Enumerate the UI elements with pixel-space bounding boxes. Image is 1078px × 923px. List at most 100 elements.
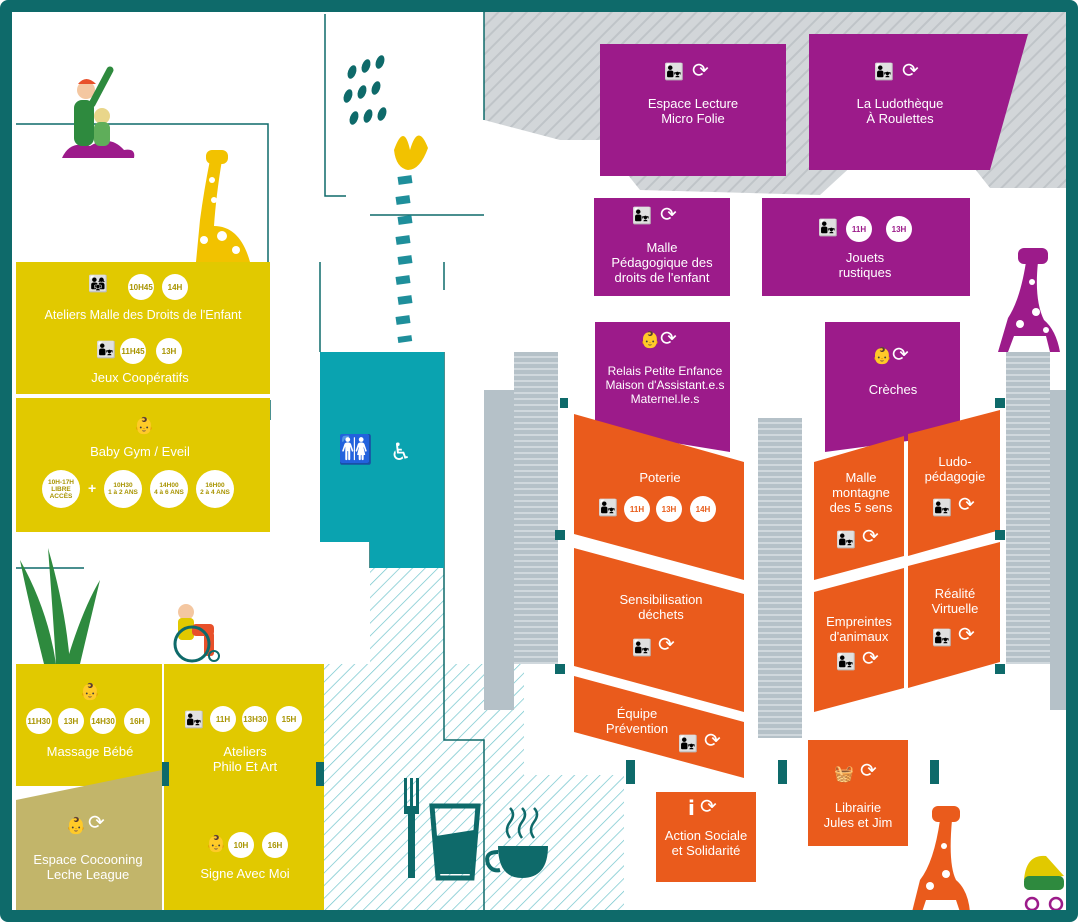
giraffe-purple-illustration xyxy=(998,248,1060,352)
toilets-icon: 🚻 xyxy=(338,433,373,466)
fork-icon xyxy=(404,778,419,878)
zone-label-ludotheque: La Ludothèque À Roulettes xyxy=(856,96,944,126)
parent-child-icon: 👨‍👧 xyxy=(664,62,684,81)
people-icon: 👨‍👧 xyxy=(598,498,618,517)
time-badge: 14H xyxy=(690,496,716,522)
wheelchair-icon: ♿ xyxy=(390,438,412,466)
zone-empreintes[interactable] xyxy=(814,568,904,712)
zone-malle-pedagogique[interactable] xyxy=(594,198,730,296)
zone-label-relais: Relais Petite Enfance Maison d'Assistant… xyxy=(605,364,725,406)
glass-icon xyxy=(429,803,481,881)
time-badge: 13H xyxy=(656,496,682,522)
zone-label-espace-lecture: Espace Lecture Micro Folie xyxy=(647,96,739,126)
time-badge: 13H xyxy=(886,216,912,242)
parent-child-icon: 👶 xyxy=(872,346,892,365)
time-badge: 15H xyxy=(276,706,302,732)
door-markers xyxy=(162,398,1005,786)
zone-realite[interactable] xyxy=(908,542,1000,688)
zone-creches[interactable] xyxy=(825,322,960,452)
zone-label-librairie: Librairie Jules et Jim xyxy=(823,800,893,830)
refresh-icon: ⟳ xyxy=(862,524,879,548)
zone-jouets[interactable] xyxy=(762,198,970,296)
zone-label-jouets: Jouets rustiques xyxy=(838,250,892,280)
time-badge: 10H xyxy=(228,832,254,858)
time-badge: 14H30 xyxy=(90,708,116,734)
session-badge: 14H00 4 à 6 ANS xyxy=(150,470,188,508)
grey-stand-right xyxy=(1006,352,1050,664)
parent-child-icon: 👨‍👧 xyxy=(632,206,652,225)
zone-label-ludo-pedagogie: Ludo- pédagogie xyxy=(924,454,986,484)
refresh-icon: ⟳ xyxy=(862,646,879,670)
refresh-icon: ⟳ xyxy=(660,202,677,226)
zone-librairie[interactable] xyxy=(808,740,908,846)
people-icon: 👨‍👧 xyxy=(184,710,204,729)
grey-stand-left xyxy=(484,390,514,710)
parent-child-icon: 👨‍👧 xyxy=(874,62,894,81)
people-icon: 👨‍👧 xyxy=(836,652,856,671)
baby-icon: 👶 xyxy=(134,416,154,435)
refresh-icon: ⟳ xyxy=(658,632,675,656)
zone-baby-gym[interactable] xyxy=(16,398,270,532)
zone-label-action-sociale: Action Sociale et Solidarité xyxy=(664,828,748,858)
refresh-icon: ⟳ xyxy=(958,622,975,646)
info-icon: i xyxy=(688,796,695,820)
time-badge: 13H xyxy=(58,708,84,734)
zone-label-sensibilisation: Sensibilisation déchets xyxy=(619,592,703,622)
zone-label-jeux: Jeux Coopératifs xyxy=(91,370,189,385)
people-icon: 👨‍👧 xyxy=(932,628,952,647)
refresh-icon: ⟳ xyxy=(88,810,105,834)
giraffe-yellow-illustration xyxy=(196,150,250,262)
zone-equipe[interactable] xyxy=(574,676,744,778)
session-badge: 10H30 1 à 2 ANS xyxy=(104,470,142,508)
parent-child-icon: 👶 xyxy=(640,330,660,349)
zone-label-malle-montagne: Malle montagne des 5 sens xyxy=(829,470,893,515)
zone-label-signe: Signe Avec Moi xyxy=(200,866,290,881)
zone-ludo-pedagogie[interactable] xyxy=(908,410,1000,556)
session-badge: 10H-17H LIBRE ACCÈS xyxy=(42,470,80,508)
basket-icon: 🧺 xyxy=(834,764,854,783)
zone-action-sociale[interactable] xyxy=(656,792,756,882)
time-badge: 11H xyxy=(624,496,650,522)
refresh-icon: ⟳ xyxy=(660,326,677,350)
people-icon: 👨‍👧 xyxy=(836,530,856,549)
grey-stand-center xyxy=(758,418,802,738)
zone-label-poterie: Poterie xyxy=(639,470,681,485)
zone-cocooning[interactable] xyxy=(16,770,162,912)
zone-label-ateliers-malle: Ateliers Malle des Droits de l'Enfant xyxy=(44,308,242,322)
people-icon: 👨‍👩‍👧 xyxy=(88,274,108,293)
zone-espace-lecture[interactable] xyxy=(600,44,786,176)
zone-label-massage: Massage Bébé xyxy=(46,744,134,759)
refresh-icon: ⟳ xyxy=(892,342,909,366)
zone-label-equipe: Équipe Prévention xyxy=(605,706,669,736)
people-icon: 👨‍👧 xyxy=(932,498,952,517)
zone-label-baby-gym: Baby Gym / Eveil xyxy=(90,444,190,459)
parent-child-icon: 👨‍👧 xyxy=(818,218,838,237)
giraffe-orange-illustration xyxy=(912,806,970,912)
refresh-icon: ⟳ xyxy=(958,492,975,516)
hatched-outdoor-area xyxy=(370,568,444,668)
time-badge: 16H xyxy=(262,832,288,858)
zone-sensibilisation[interactable] xyxy=(574,548,744,712)
zone-label-empreintes: Empreintes d'animaux xyxy=(826,614,892,644)
zone-philo[interactable] xyxy=(164,664,324,912)
session-badge: 16H00 2 à 4 ANS xyxy=(196,470,234,508)
zone-label-cocooning: Espace Cocooning Leche League xyxy=(33,852,143,882)
refresh-icon: ⟳ xyxy=(704,728,721,752)
zone-ludotheque[interactable] xyxy=(809,34,1028,170)
time-badge: 10H45 xyxy=(128,274,154,300)
zone-relais[interactable] xyxy=(595,322,730,452)
zone-malle-montagne[interactable] xyxy=(814,436,904,580)
rain-decoration xyxy=(343,55,387,125)
time-badge: 11H30 xyxy=(26,708,52,734)
parent-child-icon: 👶 xyxy=(66,816,86,835)
wheelchair-person-illustration xyxy=(173,604,220,663)
leaf-plant-decoration xyxy=(20,548,100,664)
refresh-icon: ⟳ xyxy=(902,58,919,82)
zone-sanitaires[interactable] xyxy=(320,352,444,568)
zone-poterie[interactable] xyxy=(574,414,744,580)
plus-sign: + xyxy=(88,480,97,496)
time-badge: 11H xyxy=(210,706,236,732)
